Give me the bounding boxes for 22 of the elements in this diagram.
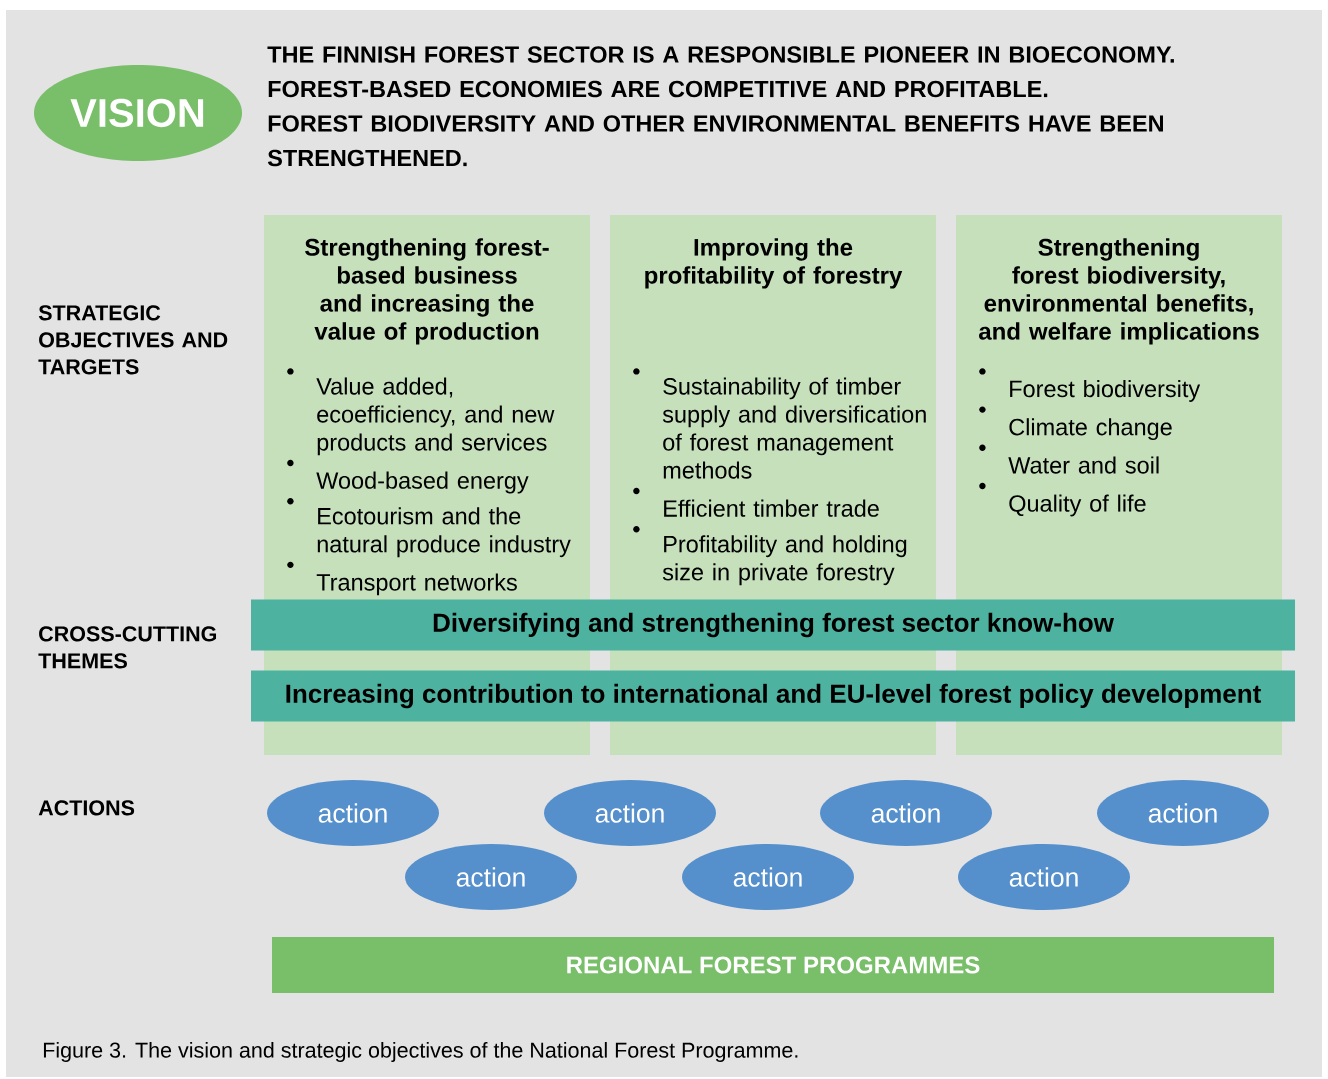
node-label: Ecotourism and the natural produce industry (317, 507, 571, 558)
theme-band: Diversifying and strengthening forest sector know-how (251, 599, 1295, 651)
node-label: Wood-based energy (316, 471, 529, 494)
row-label: STRATEGIC OBJECTIVES AND TARGETS (38, 305, 228, 375)
theme-band: Increasing contribution to international and EU-level forest policy development (251, 670, 1295, 722)
node-label: Quality of life (1009, 494, 1146, 517)
figure-caption: Figure 3. The vision and strategic objectives of the National Forest Programme. (43, 1042, 798, 1063)
row-label: ACTIONS (38, 800, 135, 816)
bullet-list: Value added, ecoefficiency, and new products and services Wood-based energy Ecotourism and the natural produce industry Transport networks (287, 368, 571, 596)
column-heading: Strengthening forest-based business and increasing the value of production (305, 238, 549, 345)
programme-bar: REGIONAL FOREST PROGRAMMES (272, 937, 1274, 993)
node-label: Forest biodiversity (1010, 379, 1201, 402)
bullet-list: Sustainability of timber supply and diversification of forest management methods Efficient timber trade Profitability and holding size in private forestry (633, 368, 926, 586)
node-label: Transport networks (316, 573, 517, 596)
column-heading: Improving the profitability of forestry (645, 238, 903, 289)
node-label: Value added, ecoefficiency, and new products and services (316, 377, 555, 456)
node-label: Climate change (1009, 418, 1172, 441)
bullet-list: Forest biodiversity Climate change Water and soil Quality of life (979, 368, 1201, 517)
column-heading: Strengthening forest biodiversity, environmental benefits, and welfare implications (979, 238, 1259, 345)
node-label: Water and soil (1008, 456, 1159, 474)
vision-statement: THE FINNISH FOREST SECTOR IS A RESPONSIBLE PIONEER IN BIOECONOMY. FOREST-BASED ECONOMIES ARE COMPETITIVE AND PROFITABLE. FOREST BIODIVERSITY AND OTHER ENVIRONMENTAL BENEFITS HAVE BEEN STRENGTHENED. (267, 46, 1174, 167)
row-label: CROSS-CUTTING THEMES (38, 626, 216, 669)
